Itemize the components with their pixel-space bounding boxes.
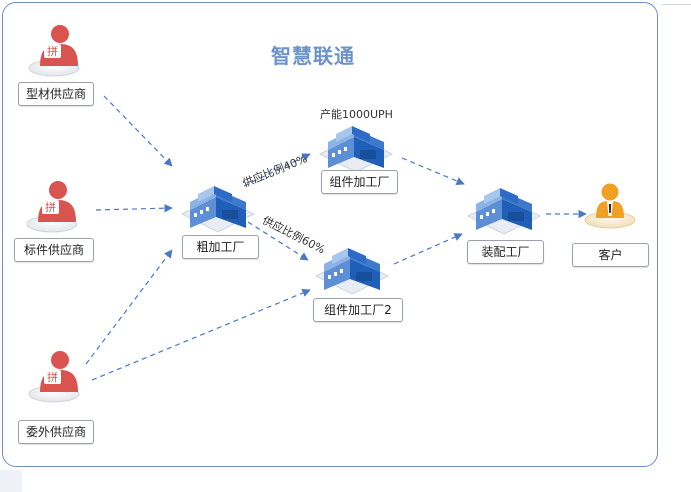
arrow-rough-to-assembly2 xyxy=(247,221,309,261)
supplier-outsource-label: 委外供应商 xyxy=(18,420,94,444)
arrow-outsource-to-assembly2 xyxy=(91,289,311,381)
corner-tab xyxy=(0,470,22,492)
arrow-standard-to-rough xyxy=(95,204,173,213)
supplier-profile-icon xyxy=(28,24,80,77)
corner-divider xyxy=(662,4,691,5)
arrow-assembly1-to-final xyxy=(401,157,465,185)
arrow-assembly2-to-final xyxy=(393,233,463,265)
assembly-factory-2-icon xyxy=(315,247,389,295)
customer-icon xyxy=(584,183,636,229)
rough-factory-label: 粗加工厂 xyxy=(182,235,259,259)
final-factory-label: 装配工厂 xyxy=(467,240,544,264)
customer-label: 客户 xyxy=(572,243,649,267)
supplier-standard-label: 标件供应商 xyxy=(14,238,94,262)
supplier-standard-icon xyxy=(26,180,78,233)
rough-factory-icon xyxy=(181,185,255,233)
final-factory-icon xyxy=(467,187,541,235)
arrow-profile-to-rough xyxy=(103,95,173,167)
assembly-factory-1-icon xyxy=(319,125,393,173)
capacity-annotation: 产能1000UPH xyxy=(320,108,393,121)
assembly-factory-2-label: 组件加工厂2 xyxy=(313,298,403,322)
arrow-outsource-to-rough xyxy=(85,249,173,365)
supplier-profile-label: 型材供应商 xyxy=(18,82,94,106)
diagram-frame xyxy=(2,2,658,467)
diagram-title: 智慧联通 xyxy=(271,44,355,68)
arrow-rough-to-assembly1 xyxy=(243,153,311,187)
assembly-factory-1-label: 组件加工厂 xyxy=(321,170,398,194)
supplier-outsource-icon xyxy=(28,350,80,403)
